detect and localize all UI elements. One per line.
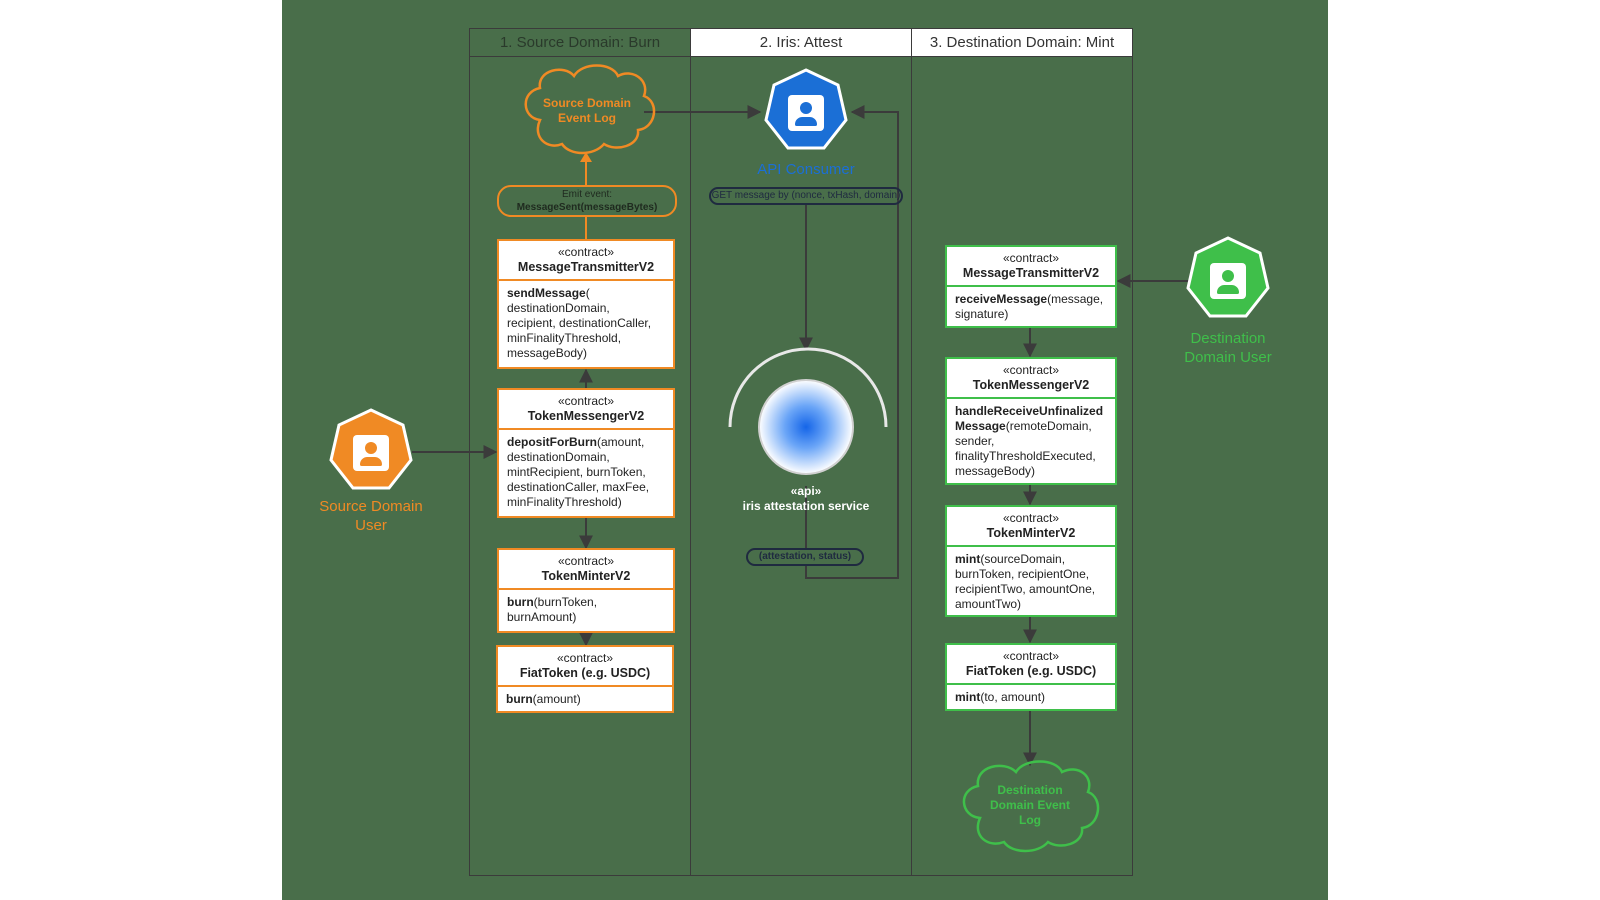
method-name: mint <box>955 690 981 704</box>
service-label: «api» iris attestation service <box>716 484 896 514</box>
method-signature: mint(to, amount) <box>947 685 1115 710</box>
box-header: «contract» TokenMessengerV2 <box>499 390 673 430</box>
method-name: mint <box>955 552 981 566</box>
diagram-canvas: 1. Source Domain: Burn 2. Iris: Attest 3… <box>282 0 1328 900</box>
user-icon <box>1210 263 1246 299</box>
box-header: «contract» FiatToken (e.g. USDC) <box>498 647 672 687</box>
service-name: iris attestation service <box>742 499 870 513</box>
method-signature: depositForBurn(amount, destinationDomain… <box>499 430 673 515</box>
method-name: sendMessage <box>507 286 586 300</box>
emit-event-line2: MessageSent(messageBytes) <box>516 202 658 213</box>
contract-name: TokenMessengerV2 <box>972 378 1090 392</box>
user-icon <box>788 95 824 131</box>
method-params: ( destinationDomain, recipient, destinat… <box>507 286 652 360</box>
dest-messagetransmitter-box: «contract» MessageTransmitterV2 receiveM… <box>945 245 1117 328</box>
method-signature: sendMessage( destinationDomain, recipien… <box>499 281 673 366</box>
cloud-source-event-log <box>524 64 656 155</box>
emit-event-line1: Emit event: <box>561 189 613 200</box>
service-orb <box>758 379 854 475</box>
get-message-pill: GET message by (nonce, txHash, domain) <box>709 187 903 205</box>
source-fiattoken-box: «contract» FiatToken (e.g. USDC) burn(am… <box>496 645 674 713</box>
method-params: (amount) <box>532 692 581 706</box>
box-header: «contract» MessageTransmitterV2 <box>947 247 1115 287</box>
box-header: «contract» MessageTransmitterV2 <box>499 241 673 281</box>
user-icon <box>353 435 389 471</box>
contract-name: FiatToken (e.g. USDC) <box>965 664 1097 678</box>
box-header: «contract» TokenMinterV2 <box>947 507 1115 547</box>
stereotype: «contract» <box>557 394 615 408</box>
contract-name: TokenMessengerV2 <box>527 409 645 423</box>
contract-name: MessageTransmitterV2 <box>517 260 655 274</box>
service-stereotype: «api» <box>790 484 822 498</box>
stereotype: «contract» <box>1002 363 1060 377</box>
stereotype: «contract» <box>556 651 614 665</box>
lane-header-destination: 3. Destination Domain: Mint <box>911 28 1133 57</box>
contract-name: TokenMinterV2 <box>986 526 1076 540</box>
box-header: «contract» TokenMessengerV2 <box>947 359 1115 399</box>
lane-header-iris: 2. Iris: Attest <box>690 28 912 57</box>
method-name: handleReceiveUnfinalized Message <box>955 404 1104 433</box>
source-user-label: Source Domain User <box>319 498 423 534</box>
method-params: (amount, destinationDomain, mintRecipien… <box>507 435 650 509</box>
method-name: depositForBurn <box>507 435 597 449</box>
source-event-log-label: Source Domain Event Log <box>542 96 632 125</box>
method-name: burn <box>507 595 534 609</box>
dest-fiattoken-box: «contract» FiatToken (e.g. USDC) mint(to… <box>945 643 1117 711</box>
method-params: (message, signature) <box>955 292 1104 321</box>
method-params: (remoteDomain, sender, finalityThreshold… <box>955 419 1096 478</box>
destination-user-label: Destination Domain User <box>1184 330 1272 366</box>
lane-header-source: 1. Source Domain: Burn <box>469 28 691 57</box>
stereotype: «contract» <box>1002 511 1060 525</box>
lane-iris <box>690 28 912 876</box>
source-tokenmessenger-box: «contract» TokenMessengerV2 depositForBu… <box>497 388 675 518</box>
stereotype: «contract» <box>1002 649 1060 663</box>
emit-arrowhead <box>580 152 592 162</box>
method-name: burn <box>506 692 533 706</box>
method-params: (to, amount) <box>980 690 1046 704</box>
emit-event-pill: Emit event: MessageSent(messageBytes) <box>497 185 677 217</box>
dest-tokenminter-box: «contract» TokenMinterV2 mint(sourceDoma… <box>945 505 1117 617</box>
contract-name: TokenMinterV2 <box>541 569 631 583</box>
source-messagetransmitter-box: «contract» MessageTransmitterV2 sendMess… <box>497 239 675 369</box>
stereotype: «contract» <box>557 554 615 568</box>
method-params: (sourceDomain, burnToken, recipientOne, … <box>955 552 1096 611</box>
method-signature: mint(sourceDomain, burnToken, recipientO… <box>947 547 1115 617</box>
contract-name: FiatToken (e.g. USDC) <box>519 666 651 680</box>
box-header: «contract» FiatToken (e.g. USDC) <box>947 645 1115 685</box>
attestation-status-pill: (attestation, status) <box>746 548 864 566</box>
arrow-attestation-return <box>805 105 899 579</box>
destination-event-log-label: Destination Domain Event Log <box>989 783 1070 827</box>
method-signature: burn(burnToken, burnAmount) <box>499 590 673 630</box>
service-halo-arc <box>728 347 888 428</box>
contract-name: MessageTransmitterV2 <box>962 266 1100 280</box>
dest-tokenmessenger-box: «contract» TokenMessengerV2 handleReceiv… <box>945 357 1117 485</box>
method-name: receiveMessage <box>955 292 1048 306</box>
box-header: «contract» TokenMinterV2 <box>499 550 673 590</box>
method-params: (burnToken, burnAmount) <box>507 595 598 624</box>
source-tokenminter-box: «contract» TokenMinterV2 burn(burnToken,… <box>497 548 675 633</box>
stereotype: «contract» <box>557 245 615 259</box>
method-signature: receiveMessage(message, signature) <box>947 287 1115 327</box>
api-consumer-label: API Consumer <box>757 161 855 178</box>
cloud-destination-event-log <box>962 760 1100 853</box>
stereotype: «contract» <box>1002 251 1060 265</box>
method-signature: handleReceiveUnfinalized Message(remoteD… <box>947 399 1115 484</box>
method-signature: burn(amount) <box>498 687 672 712</box>
